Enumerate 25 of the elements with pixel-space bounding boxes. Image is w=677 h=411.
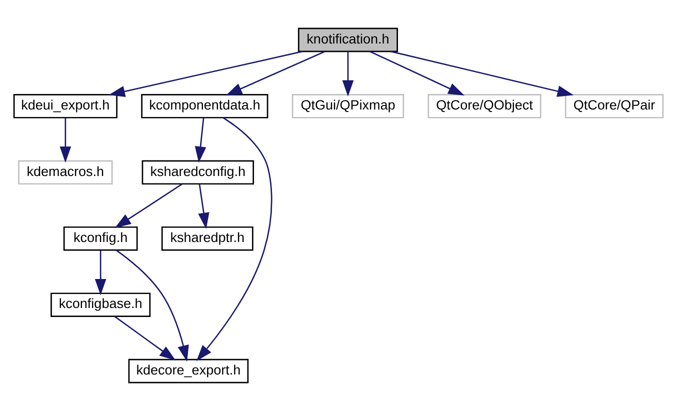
node-box: kcomponentdata.h [141,94,268,118]
arrow [94,250,106,296]
node-box: ksharedconfig.h [142,160,254,185]
arrow [60,118,72,163]
node-box: knotification.h [298,28,398,52]
arrow [198,184,210,229]
node-box: QtCore/QObject [428,94,542,118]
arrow [226,50,326,96]
arrow [390,50,574,97]
arrow [108,50,303,98]
arrow [196,117,272,362]
node-box: QtGui/QPixmap [292,94,404,118]
arrow [194,118,206,163]
arrow [114,183,183,228]
arrow [116,250,189,362]
node-box: kdecore_export.h [128,358,249,384]
node-box: QtCore/QPair [564,94,664,118]
node-box: kconfigbase.h [50,292,151,318]
node-box: kdeui_export.h [13,94,118,118]
node-box: kdemacros.h [18,160,113,185]
node-box: kconfig.h [63,226,138,251]
arrow [114,316,176,361]
node-box: ksharedptr.h [161,226,254,251]
arrow [342,52,354,97]
arrow [370,50,464,96]
